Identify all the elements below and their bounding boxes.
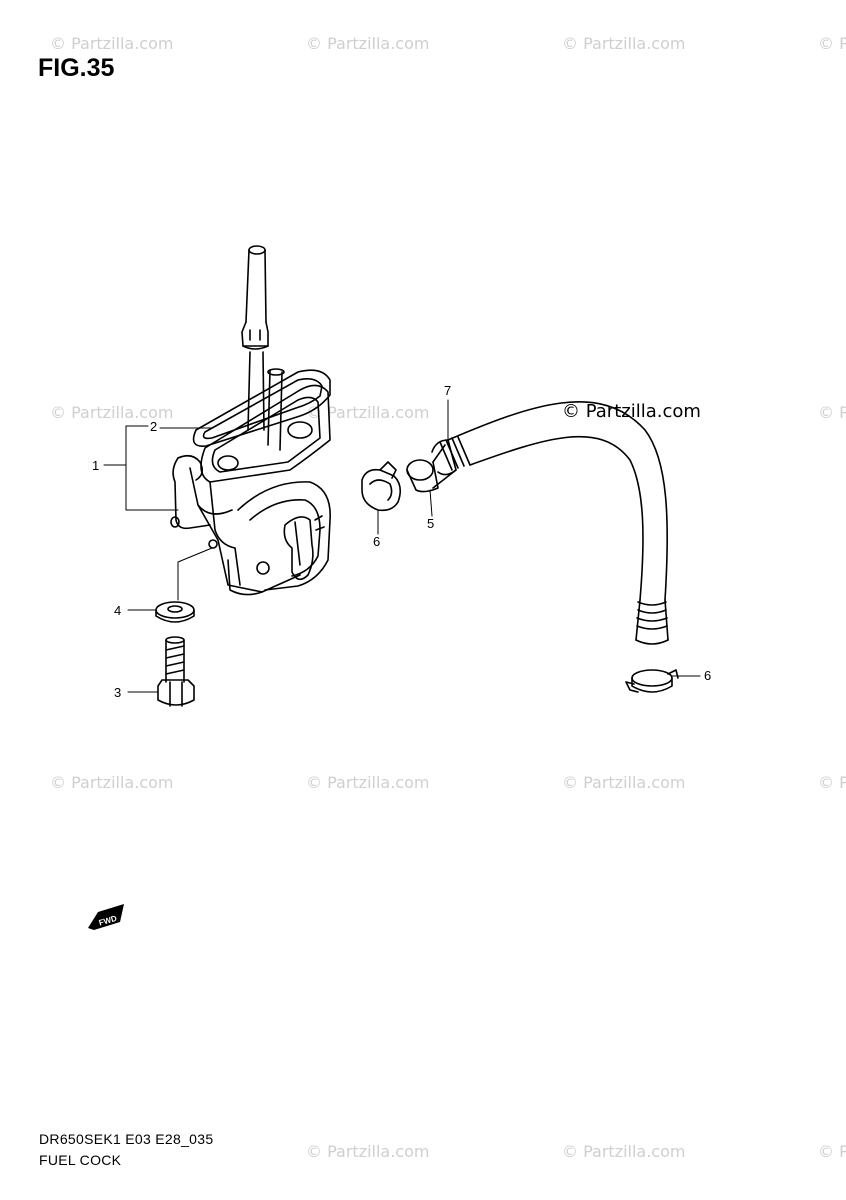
watermark: © P	[818, 773, 846, 792]
callout-7: 7	[444, 383, 452, 398]
watermark: © Partzilla.com	[306, 1142, 430, 1161]
watermark: © Partzilla.com	[306, 34, 430, 53]
callout-6-upper: 6	[373, 534, 381, 549]
watermark: © Partzilla.com	[50, 773, 174, 792]
watermark: © P	[818, 403, 846, 422]
fwd-arrow-icon: FWD	[88, 904, 124, 930]
watermark: © Partzilla.com	[50, 34, 174, 53]
model-code: DR650SEK1 E03 E28_035	[39, 1131, 214, 1147]
watermark: © Partzilla.com	[50, 403, 174, 422]
leader-lines	[103, 399, 701, 693]
watermark: © P	[818, 1142, 846, 1161]
fuel-cock-part-1	[170, 245, 331, 596]
clamp-part-6-upper	[361, 461, 402, 512]
watermark: © Partzilla.com	[306, 773, 430, 792]
section-name: FUEL COCK	[39, 1152, 122, 1168]
figure-title: FIG.35	[38, 54, 115, 82]
bolt-part-3	[157, 636, 195, 707]
clamp-part-6-lower	[625, 669, 679, 693]
callout-1: 1	[92, 458, 100, 473]
watermark: © Partzilla.com	[562, 34, 686, 53]
hose-part-7	[431, 401, 669, 645]
watermark: © P	[818, 34, 846, 53]
watermark: © Partzilla.com	[562, 773, 686, 792]
watermark-main: © Partzilla.com	[562, 401, 701, 422]
watermark: © Partzilla.com	[562, 1142, 686, 1161]
watermark: © Partzilla.com	[306, 403, 430, 422]
washer-part-4	[155, 601, 195, 623]
callout-5: 5	[427, 516, 435, 531]
callout-2: 2	[150, 419, 158, 434]
callout-4: 4	[114, 603, 122, 618]
callout-3: 3	[114, 685, 122, 700]
callout-6-lower: 6	[704, 668, 712, 683]
